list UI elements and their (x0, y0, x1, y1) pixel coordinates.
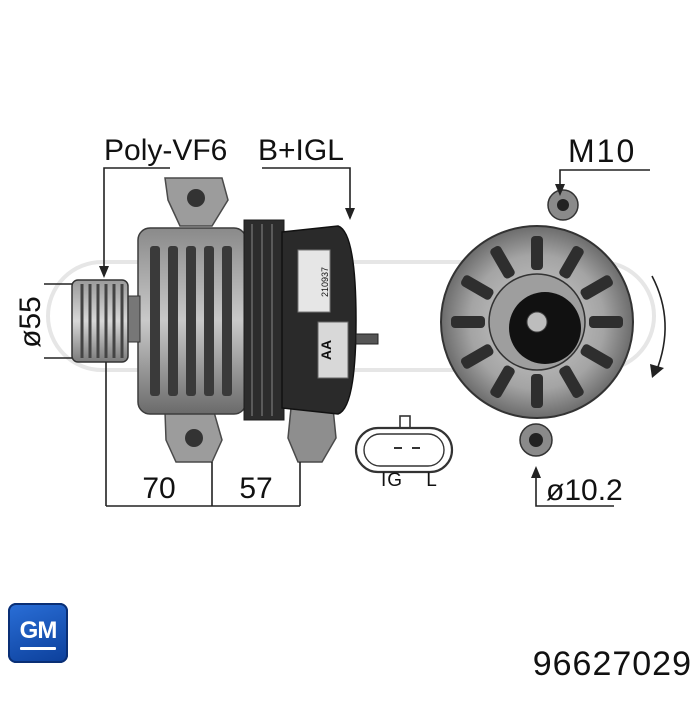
terminal-label: B+IGL (258, 134, 344, 167)
gm-logo-underline (20, 647, 56, 650)
plug-pin-ig-label: IG (381, 470, 403, 491)
thread-label: M10 (568, 133, 636, 169)
gm-logo: GM (8, 603, 68, 663)
connector-plug (354, 415, 454, 474)
pulley (71, 279, 129, 363)
alternator-front-view (440, 189, 634, 457)
length-a-label: 70 (142, 472, 175, 505)
sticker-mark: AA (318, 340, 334, 360)
hole-label: ø10.2 (546, 474, 623, 507)
gm-logo-text: GM (19, 617, 58, 644)
alternator-side-view: 210937 AA (123, 177, 379, 463)
sticker-code: 210937 (320, 267, 330, 297)
length-b-label: 57 (239, 472, 272, 505)
part-number: 96627029 (532, 645, 692, 683)
diameter-label: ø55 (14, 296, 47, 348)
pulley-label: Poly-VF6 (104, 134, 227, 167)
plug-pin-l-label: L (426, 470, 438, 491)
rotation-arrow (650, 275, 666, 378)
dimension-lines (44, 167, 650, 507)
